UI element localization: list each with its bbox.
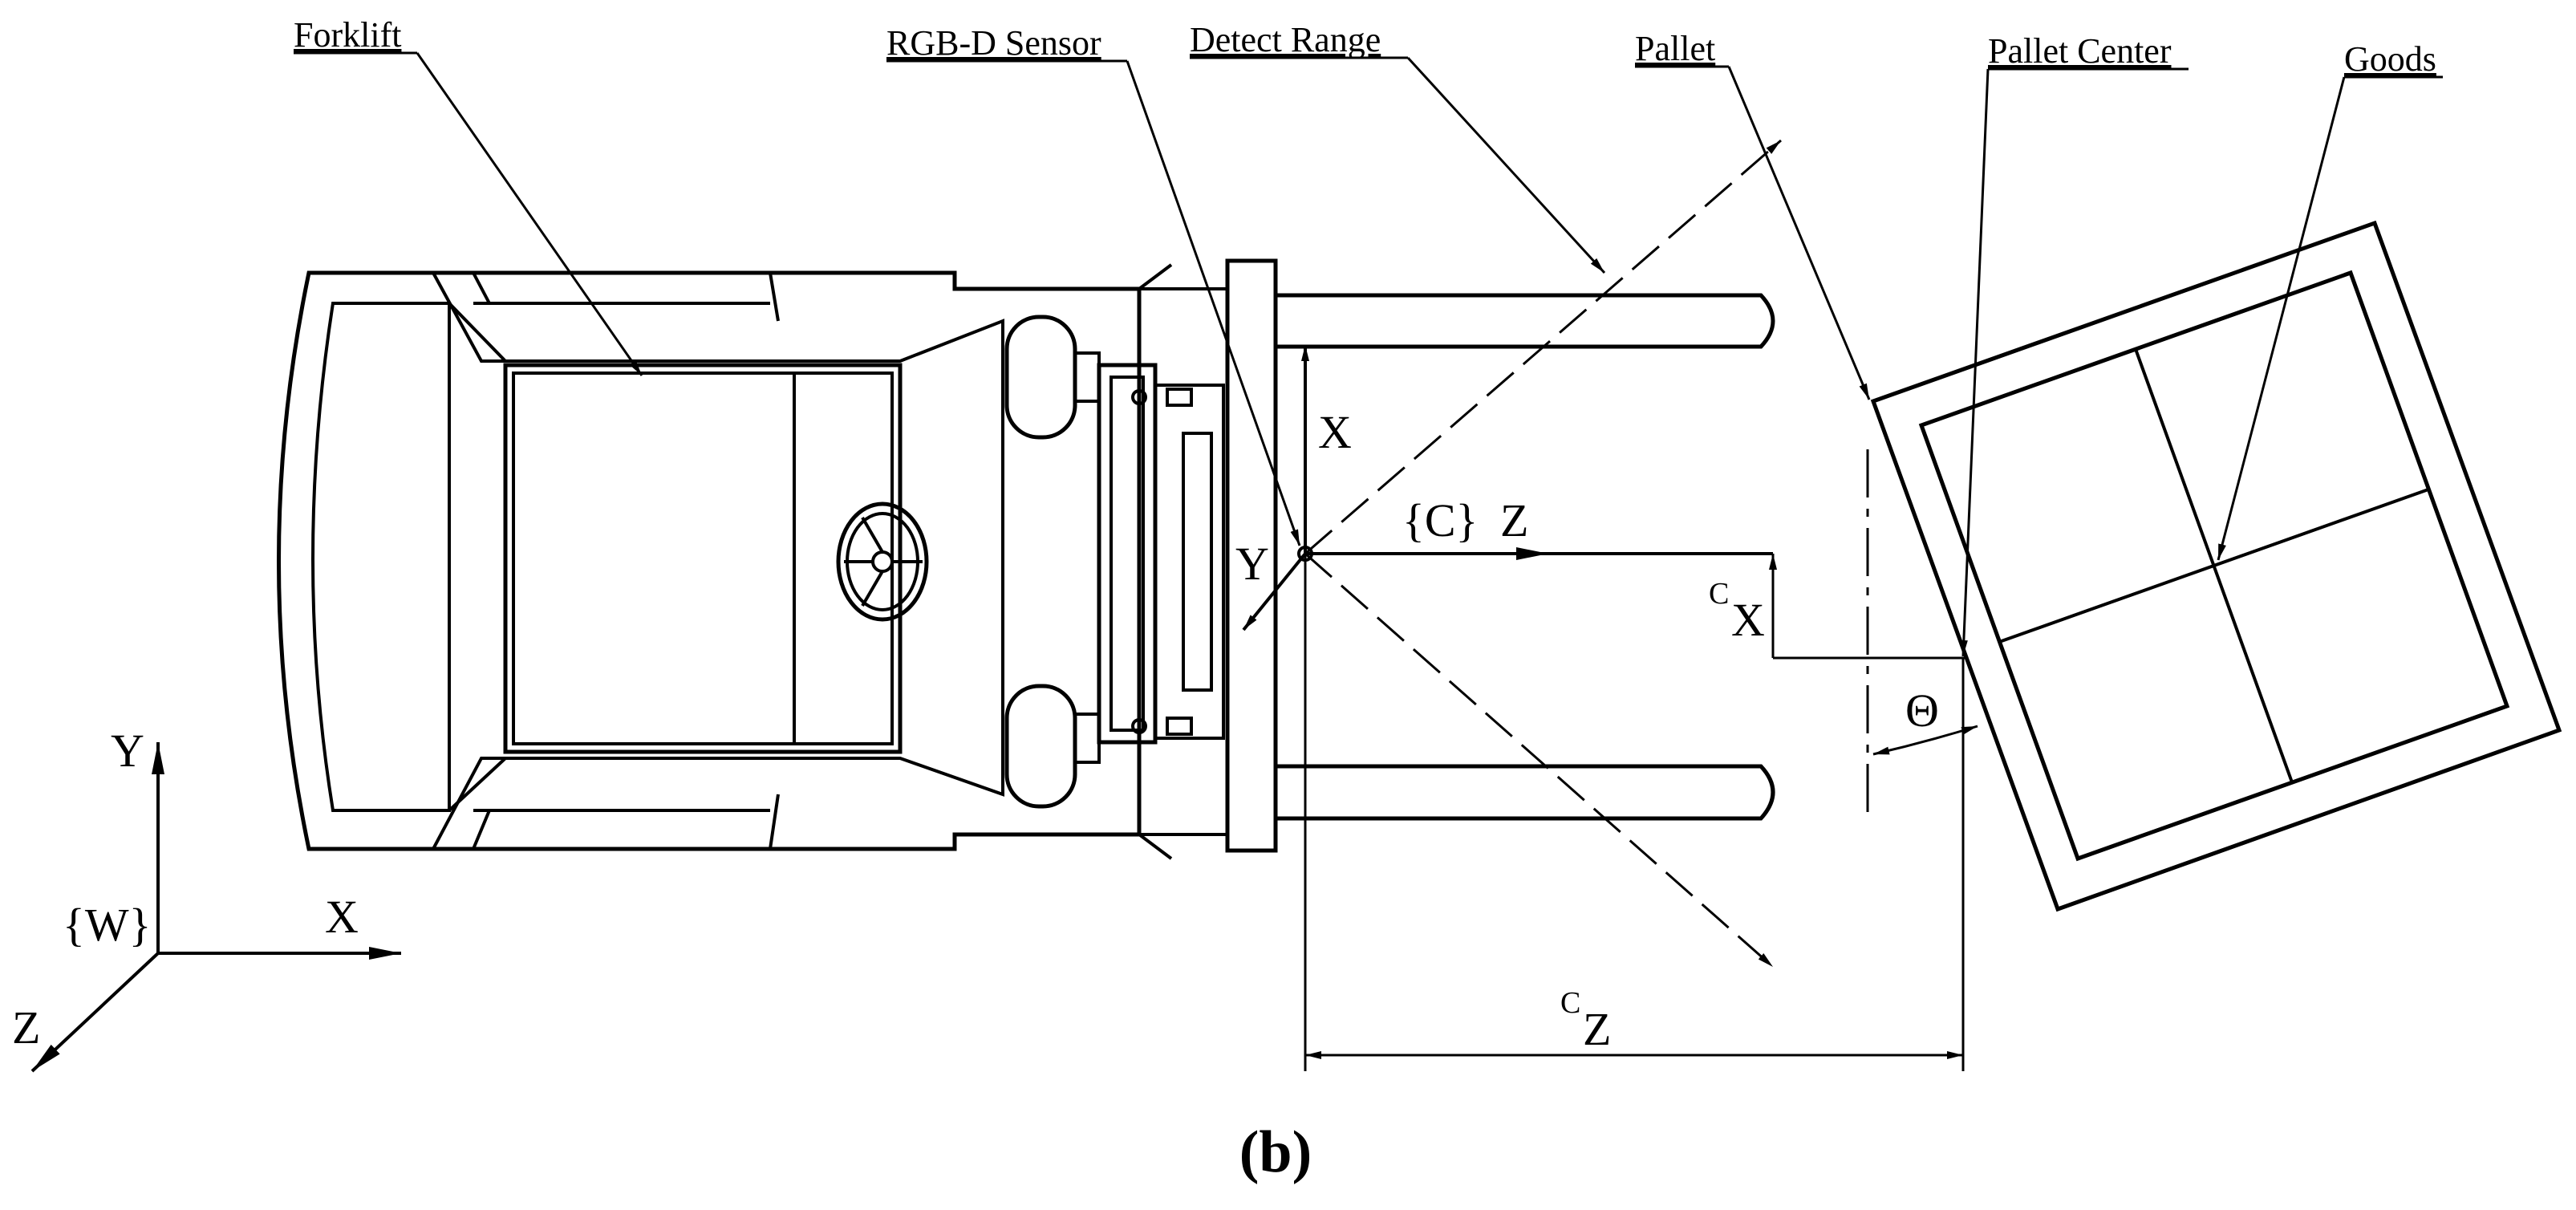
label-rgbd-sensor: RGB-D Sensor <box>886 23 1101 63</box>
leader-pallet <box>1727 66 1871 400</box>
forklift-hood <box>432 272 1004 850</box>
detect-range <box>1304 139 1782 968</box>
figure-caption: (b) <box>1239 1119 1312 1185</box>
cx-superscript: C <box>1709 577 1729 611</box>
camera-x-label: X <box>1318 406 1352 458</box>
forklift-mast <box>1097 263 1227 860</box>
fork-top <box>1276 293 1775 349</box>
label-forklift: Forklift <box>294 15 401 55</box>
world-x-label: X <box>325 891 359 943</box>
leader-detect-range <box>1406 56 1606 274</box>
label-goods: Goods <box>2344 39 2436 79</box>
goods-divider-2 <box>1998 488 2429 644</box>
label-pallet-center: Pallet Center <box>1988 31 2172 71</box>
world-y-label: Y <box>111 725 144 777</box>
leader-pallet-center <box>1959 68 1990 657</box>
world-z-axis <box>30 952 160 1073</box>
operator-cabin <box>503 363 903 754</box>
camera-frame: X Y {C} Z <box>1235 345 1773 631</box>
forklift-outer-body <box>277 270 1142 851</box>
cx-dimension: C X <box>1709 554 1965 660</box>
cz-label: Z <box>1583 1003 1611 1055</box>
world-frame: Y X Z {W} <box>12 725 401 1073</box>
leader-forklift <box>416 52 643 376</box>
camera-z-label: Z <box>1500 494 1528 546</box>
camera-frame-name: {C} <box>1402 494 1478 546</box>
steering-wheel <box>836 501 929 622</box>
world-frame-name: {W} <box>63 899 151 951</box>
front-wheel-top <box>1004 315 1101 440</box>
camera-y-label: Y <box>1235 538 1269 590</box>
front-wheel-bottom <box>1004 684 1101 809</box>
cx-label: X <box>1731 594 1765 646</box>
fov-upper-edge <box>1304 139 1782 555</box>
cz-superscript: C <box>1560 986 1580 1020</box>
world-z-label: Z <box>12 1001 40 1054</box>
leader-goods <box>2217 76 2346 561</box>
pallet-group <box>1870 220 2562 912</box>
callouts: Forklift RGB-D Sensor Detect Range Palle… <box>294 15 2443 657</box>
leader-rgbd-sensor <box>1126 60 1301 546</box>
fov-lower-edge <box>1304 552 1774 968</box>
camera-y-axis <box>1242 552 1307 631</box>
fork-carriage <box>1225 258 1278 853</box>
theta-angle: Θ <box>1872 684 1978 756</box>
forklift-rear-panel <box>311 302 451 812</box>
forklift-body <box>277 258 1775 860</box>
fork-bottom <box>1276 764 1775 821</box>
goods-outline <box>1918 270 2510 862</box>
theta-label: Θ <box>1905 684 1939 737</box>
pallet-outline <box>1870 220 2562 912</box>
label-pallet: Pallet <box>1635 29 1715 68</box>
label-detect-range: Detect Range <box>1190 20 1381 59</box>
cz-dimension: C Z <box>1304 554 1965 1071</box>
